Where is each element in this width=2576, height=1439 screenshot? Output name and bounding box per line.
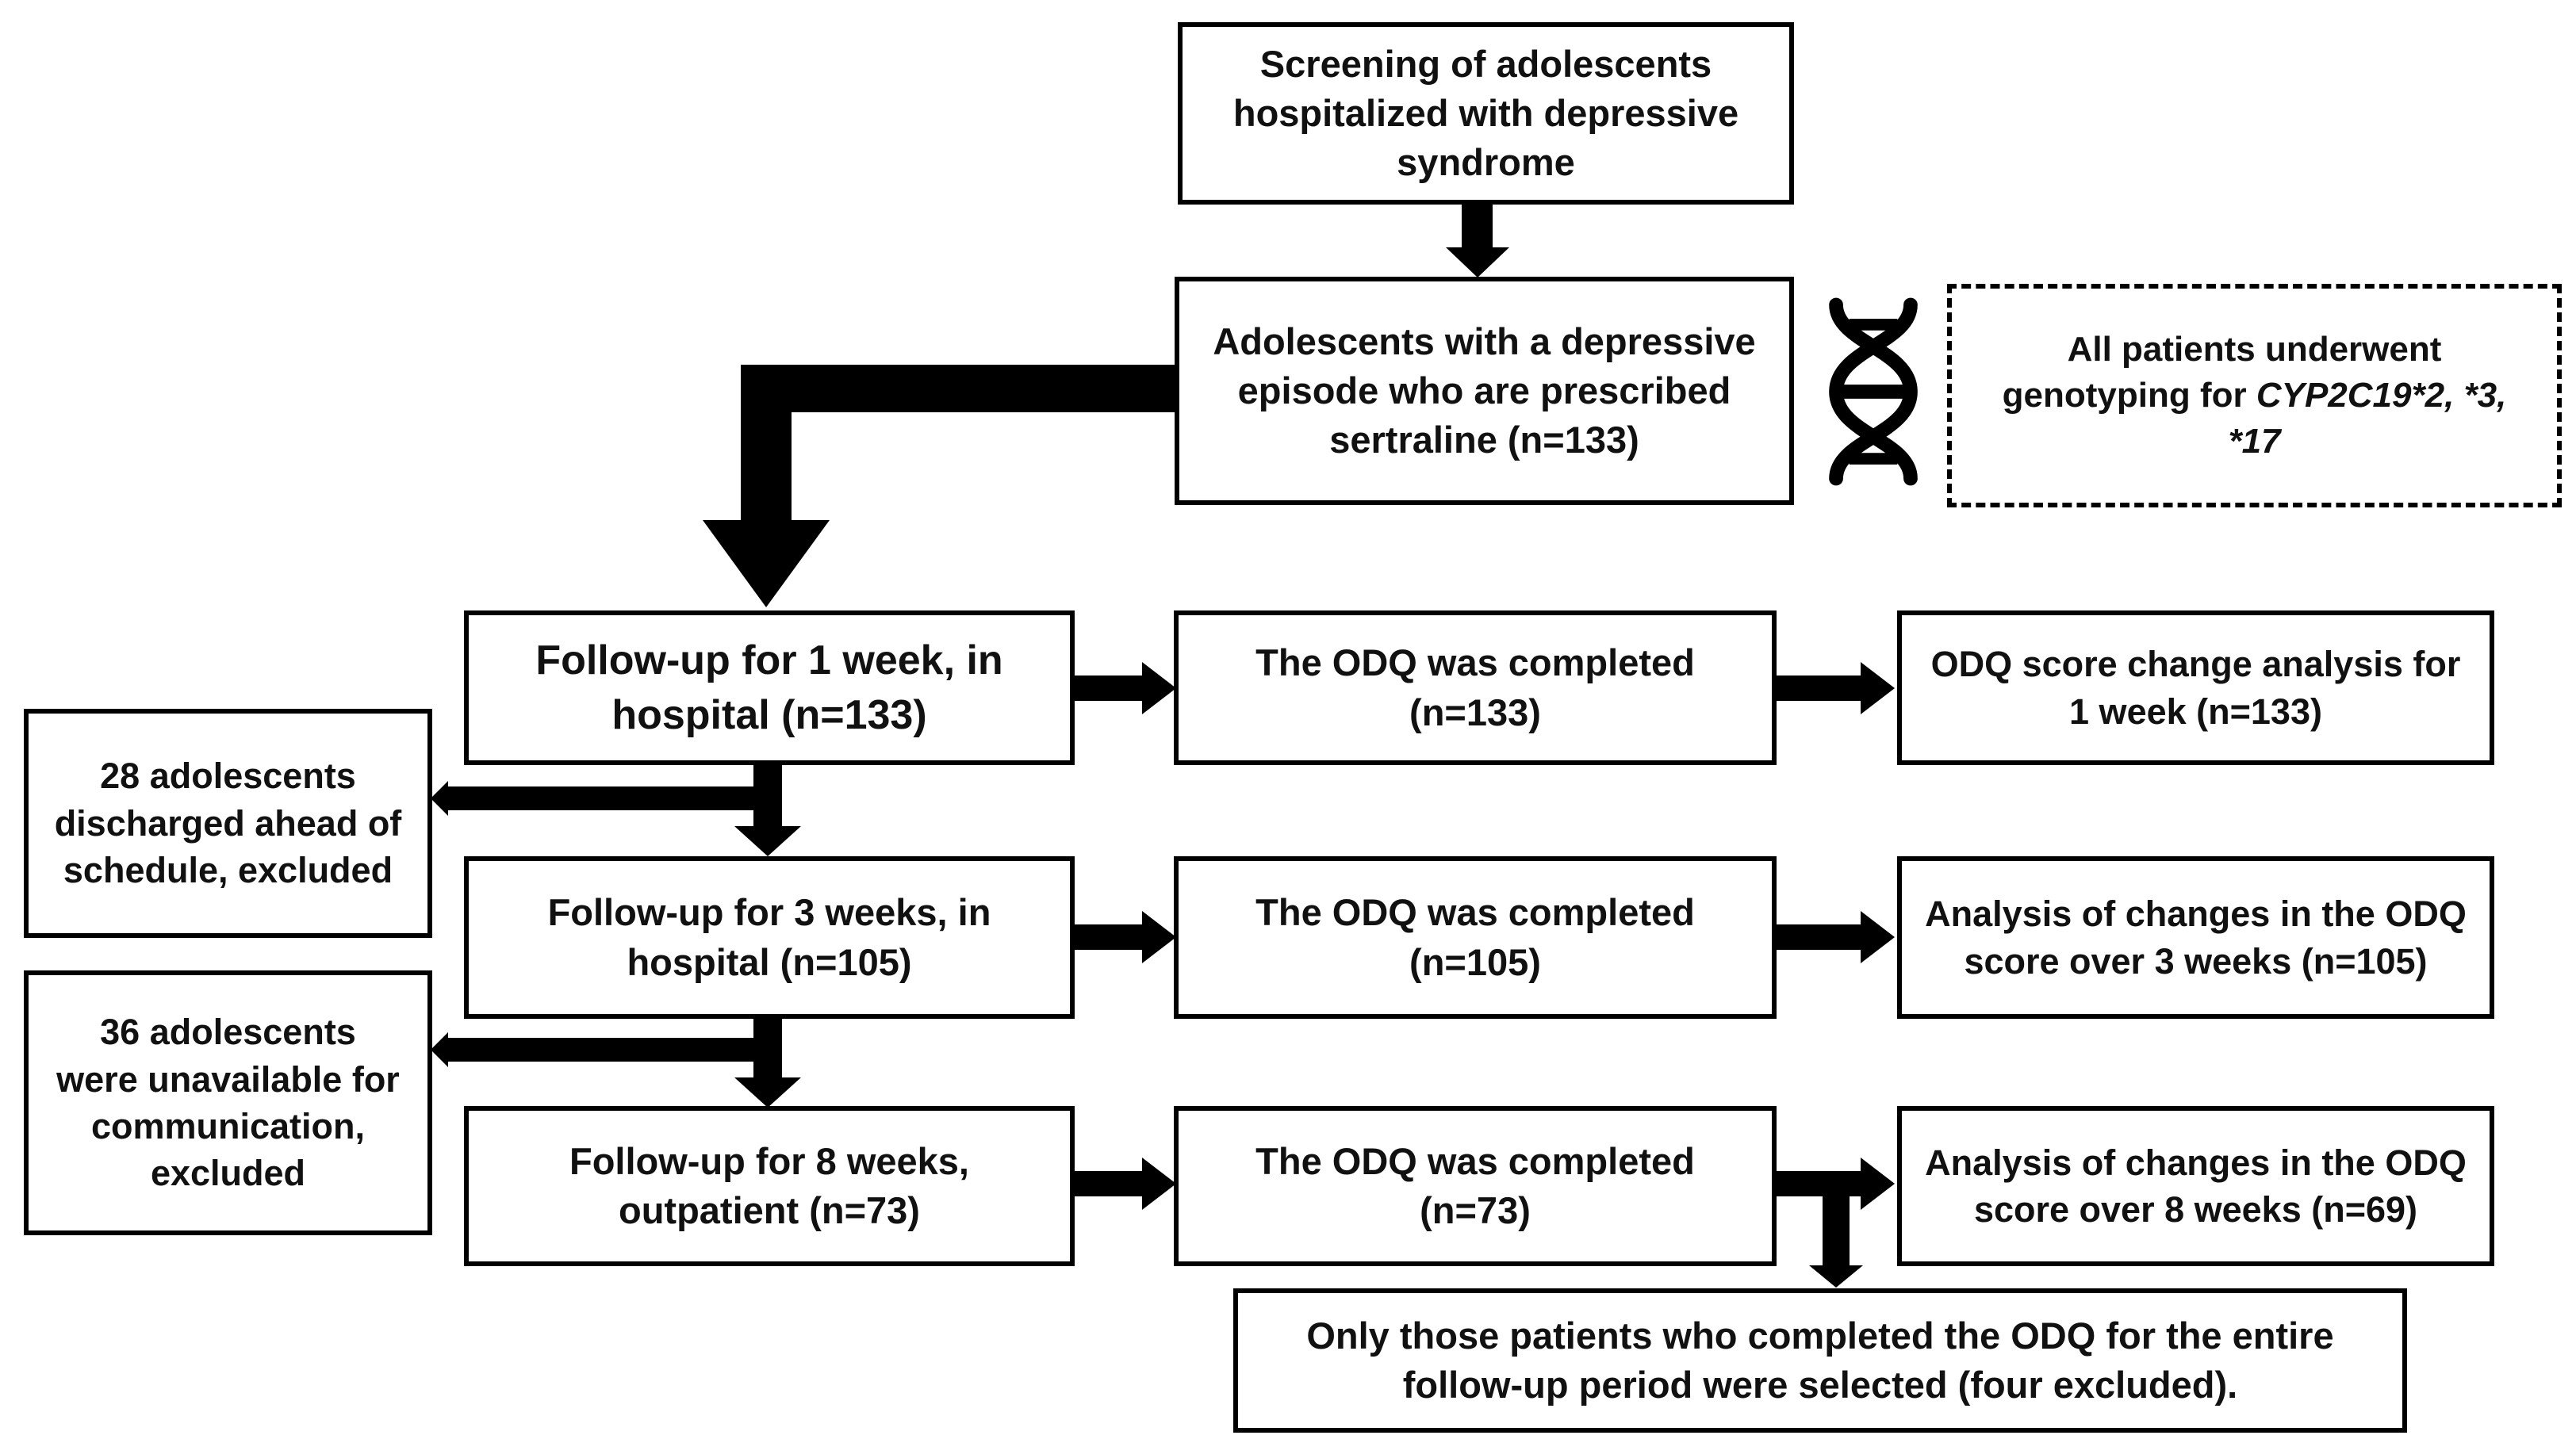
node-odq-8weeks-label: The ODQ was completed (n=73): [1255, 1139, 1695, 1231]
node-followup-1week: Follow-up for 1 week, in hospital (n=133…: [464, 610, 1075, 765]
arrow-followup3-to-odq3-shaft: [1072, 924, 1144, 950]
node-prescribed-label: Adolescents with a depressive episode wh…: [1213, 320, 1756, 461]
node-analysis-1week-label: ODQ score change analysis for 1 week (n=…: [1930, 644, 2461, 732]
arrow-prescribed-to-followup1-vshaft: [741, 365, 792, 523]
arrow-branch-to-excluded36-shaft: [447, 1038, 782, 1062]
arrow-followup8-to-odq8-shaft: [1072, 1171, 1144, 1196]
node-odq-3weeks: The ODQ was completed (n=105): [1174, 856, 1777, 1019]
node-selection-note: Only those patients who completed the OD…: [1233, 1288, 2407, 1433]
arrow-odq8-to-analysis8-head: [1861, 1158, 1895, 1210]
gene-name-italic: CYP2C19*2, *3, *17: [2228, 375, 2507, 461]
arrow-odq1-to-analysis1-shaft: [1775, 675, 1862, 701]
arrow-to-selection-note-head: [1809, 1265, 1863, 1288]
node-analysis-3weeks: Analysis of changes in the ODQ score ove…: [1897, 856, 2494, 1019]
node-odq-1week: The ODQ was completed (n=133): [1174, 610, 1777, 765]
arrow-odq3-to-analysis3-shaft: [1775, 924, 1862, 950]
arrow-branch-to-excluded28-head: [431, 781, 448, 816]
dna-double-helix-icon: [1824, 297, 1922, 487]
node-prescribed-sertraline: Adolescents with a depressive episode wh…: [1175, 277, 1794, 505]
arrow-prescribed-to-followup1-head: [703, 520, 830, 607]
arrow-branch-to-excluded28-shaft: [447, 786, 782, 810]
arrow-prescribed-to-followup1-hbar: [741, 365, 1176, 412]
node-odq-1week-label: The ODQ was completed (n=133): [1255, 641, 1695, 733]
arrow-followup1-to-followup3-head: [734, 826, 801, 856]
node-odq-3weeks-label: The ODQ was completed (n=105): [1255, 891, 1695, 983]
node-followup-8weeks: Follow-up for 8 weeks, outpatient (n=73): [464, 1106, 1075, 1266]
node-analysis-1week: ODQ score change analysis for 1 week (n=…: [1897, 610, 2494, 765]
arrow-odq1-to-analysis1-head: [1861, 662, 1895, 714]
node-analysis-8weeks: Analysis of changes in the ODQ score ove…: [1897, 1106, 2494, 1266]
genotyping-prefix: All patients underwent genotyping for: [2002, 329, 2442, 415]
node-genotyping: All patients underwent genotyping for CY…: [1947, 284, 2562, 507]
arrow-followup3-to-followup8-head: [734, 1077, 801, 1108]
node-genotyping-label: All patients underwent genotyping for CY…: [2003, 327, 2507, 465]
arrow-odq3-to-analysis3-head: [1861, 911, 1895, 963]
arrow-followup3-to-odq3-head: [1142, 911, 1176, 963]
node-followup-3weeks-label: Follow-up for 3 weeks, in hospital (n=10…: [547, 891, 991, 983]
node-selection-note-label: Only those patients who completed the OD…: [1306, 1314, 2334, 1406]
node-excluded-36: 36 adolescents were unavailable for comm…: [24, 970, 432, 1235]
arrow-screening-to-prescribed-head: [1446, 247, 1509, 277]
node-followup-1week-label: Follow-up for 1 week, in hospital (n=133…: [535, 637, 1003, 738]
node-followup-3weeks: Follow-up for 3 weeks, in hospital (n=10…: [464, 856, 1075, 1019]
arrow-followup8-to-odq8-head: [1142, 1158, 1176, 1210]
arrow-followup1-to-odq1-shaft: [1072, 675, 1144, 701]
node-excluded-28-label: 28 adolescents discharged ahead of sched…: [54, 756, 402, 891]
node-analysis-8weeks-label: Analysis of changes in the ODQ score ove…: [1925, 1142, 2467, 1230]
node-screening: Screening of adolescents hospitalized wi…: [1178, 22, 1794, 205]
arrow-branch-to-excluded36-head: [431, 1032, 448, 1067]
node-followup-8weeks-label: Follow-up for 8 weeks, outpatient (n=73): [569, 1139, 969, 1231]
node-excluded-36-label: 36 adolescents were unavailable for comm…: [56, 1012, 400, 1194]
arrow-followup1-to-odq1-head: [1142, 662, 1176, 714]
arrow-screening-to-prescribed-shaft: [1462, 201, 1493, 251]
node-excluded-28: 28 adolescents discharged ahead of sched…: [24, 709, 432, 938]
arrow-to-selection-note-shaft: [1823, 1183, 1850, 1269]
node-analysis-3weeks-label: Analysis of changes in the ODQ score ove…: [1925, 894, 2467, 982]
node-odq-8weeks: The ODQ was completed (n=73): [1174, 1106, 1777, 1266]
node-screening-label: Screening of adolescents hospitalized wi…: [1232, 42, 1739, 184]
